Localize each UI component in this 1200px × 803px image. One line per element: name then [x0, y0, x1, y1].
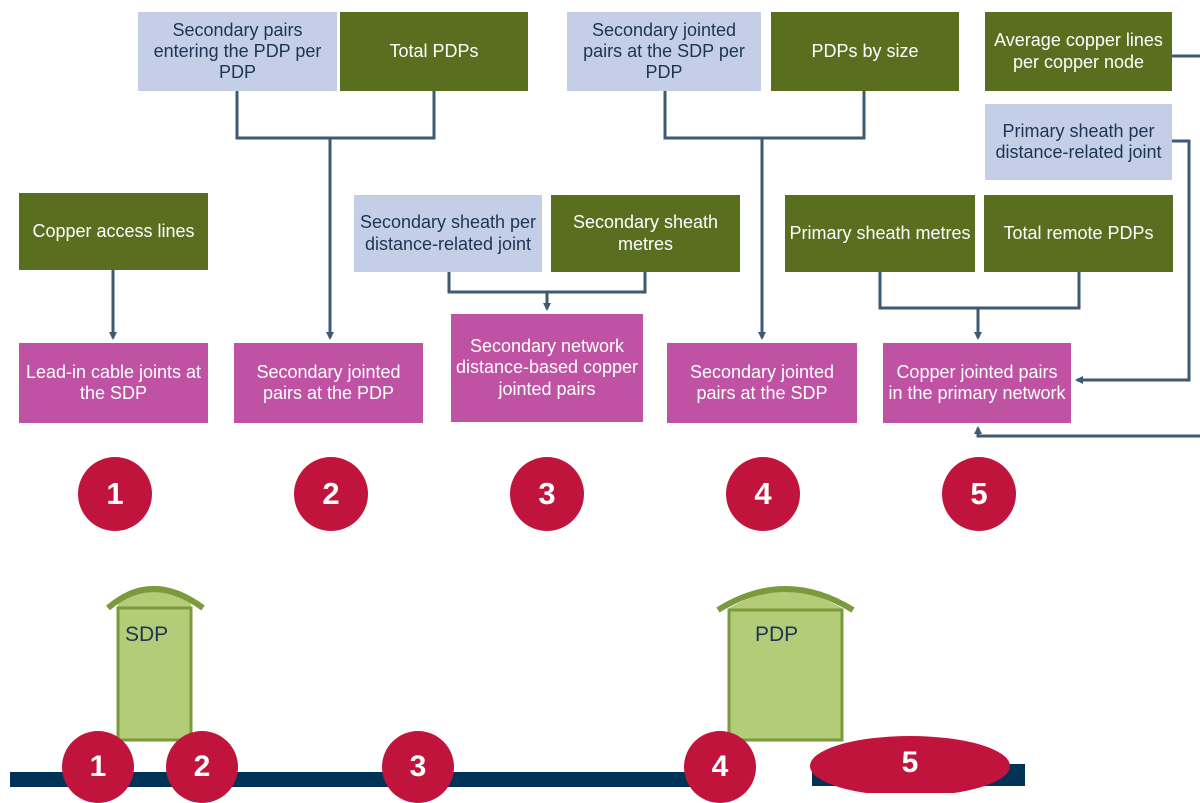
cabinet-label-sdp: SDP — [125, 623, 169, 646]
output-label: Lead-in cable joints at the SDP — [25, 361, 202, 403]
output-secondary-network-distance: Secondary network distance-based copper … — [451, 314, 643, 422]
bottom-badge-1: 1 — [62, 731, 134, 803]
input-label: Total PDPs — [389, 40, 479, 61]
connector-5-right-primary-sheath — [1075, 139, 1191, 384]
step-badge-1: 1 — [78, 457, 152, 531]
output-secondary-jointed-pairs-sdp: Secondary jointed pairs at the SDP — [667, 343, 857, 423]
output-label: Copper jointed pairs in the primary netw… — [888, 361, 1066, 403]
step-badge-4: 4 — [726, 457, 800, 531]
input-label: PDPs by size — [811, 40, 919, 61]
step-ellipse-5 — [810, 736, 1010, 793]
input-total-remote-pdps: Total remote PDPs — [984, 195, 1173, 272]
input-secondary-jointed-pairs-sdp-per-pdp: Secondary jointed pairs at the SDP per P… — [567, 12, 761, 91]
input-primary-sheath-per-joint: Primary sheath per distance-related join… — [985, 104, 1172, 180]
cabinet-icon — [106, 586, 205, 742]
input-pdps-by-size: PDPs by size — [771, 12, 959, 91]
input-label: Primary sheath metres — [789, 222, 971, 243]
input-total-pdps: Total PDPs — [340, 12, 528, 91]
cabinet-label-pdp: PDP — [755, 623, 799, 646]
input-label: Secondary pairs entering the PDP per PDP — [153, 19, 322, 83]
input-secondary-sheath-metres: Secondary sheath metres — [551, 195, 740, 272]
output-copper-jointed-primary: Copper jointed pairs in the primary netw… — [883, 343, 1071, 423]
step-badge-2: 2 — [294, 457, 368, 531]
output-label: Secondary jointed pairs at the PDP — [256, 361, 401, 403]
input-label: Average copper lines per copper node — [994, 30, 1163, 72]
input-label: Primary sheath per distance-related join… — [995, 120, 1162, 162]
input-secondary-pairs-entering-pdp: Secondary pairs entering the PDP per PDP — [138, 12, 337, 91]
connector-4-bracket — [663, 91, 866, 140]
output-lead-in-cable-joints: Lead-in cable joints at the SDP — [19, 343, 208, 423]
output-secondary-jointed-pairs-pdp: Secondary jointed pairs at the PDP — [234, 343, 423, 423]
bottom-badge-2: 2 — [166, 731, 238, 803]
bottom-badge-5: 5 — [901, 746, 919, 779]
input-label: Secondary sheath metres — [572, 212, 719, 254]
cabinet-icon — [716, 586, 855, 742]
bottom-badge-3: 3 — [382, 731, 454, 803]
connector-5-bottom — [974, 426, 1200, 438]
input-average-copper-lines: Average copper lines per copper node — [985, 12, 1172, 91]
input-primary-sheath-metres: Primary sheath metres — [785, 195, 975, 272]
input-label: Total remote PDPs — [1003, 222, 1154, 243]
bottom-badge-4: 4 — [684, 731, 756, 803]
connector-2-bracket — [235, 91, 436, 140]
input-label: Secondary sheath per distance-related jo… — [359, 212, 537, 254]
step-badge-3: 3 — [510, 457, 584, 531]
input-secondary-sheath-per-joint: Secondary sheath per distance-related jo… — [354, 195, 542, 272]
input-label: Copper access lines — [32, 220, 195, 241]
output-label: Secondary jointed pairs at the SDP — [689, 361, 835, 403]
input-copper-access-lines: Copper access lines — [19, 193, 208, 270]
input-label: Secondary jointed pairs at the SDP per P… — [583, 19, 745, 83]
step-badge-5: 5 — [942, 457, 1016, 531]
output-label: Secondary network distance-based copper … — [455, 336, 639, 399]
